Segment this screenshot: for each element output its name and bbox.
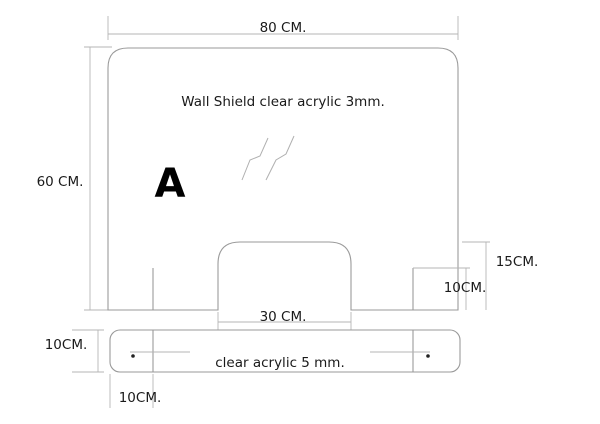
dim-slot-height-label: 10CM.: [444, 280, 487, 296]
dim-height-label: 60 CM.: [37, 174, 84, 190]
base-hole-right: [426, 354, 430, 358]
base-width-dimension: [109, 374, 154, 408]
top-width-dimension: [107, 16, 459, 40]
panel-label: A: [155, 161, 186, 207]
cutout-width-dimension: [217, 312, 352, 330]
shield-panel-outline: [107, 47, 459, 311]
wall-shield-text: Wall Shield clear acrylic 3mm.: [181, 94, 385, 110]
dim-cutout-height-label: 15CM.: [496, 254, 539, 270]
slot-height-dimension: [413, 267, 470, 310]
dim-width-label: 80 CM.: [260, 20, 307, 36]
dim-base-height-label: 10CM.: [45, 337, 88, 353]
base-height-dimension: [72, 329, 104, 373]
dim-cutout-width-label: 30 CM.: [260, 309, 307, 325]
left-height-dimension: [84, 46, 112, 311]
base-text: clear acrylic 5 mm.: [215, 355, 345, 371]
base-plate-outline: [109, 329, 461, 373]
cutout-height-dimension: [462, 241, 490, 310]
base-hole-left: [131, 354, 135, 358]
glare-marks: [241, 135, 295, 181]
dim-base-width-label: 10CM.: [119, 390, 162, 406]
